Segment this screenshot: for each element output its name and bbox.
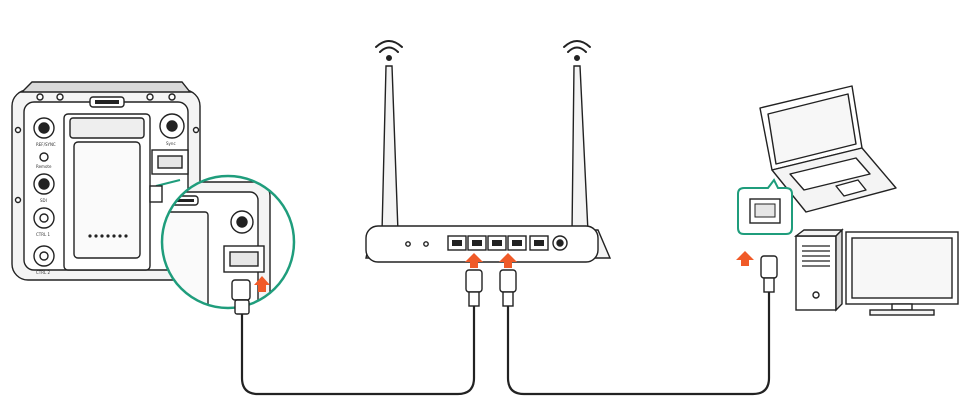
ethernet-callout-bubble [737, 178, 793, 235]
label-remote: Remote [36, 164, 52, 169]
desktop-tower [793, 228, 844, 312]
screw-icon [14, 126, 22, 134]
router-cable-plugs [465, 269, 517, 307]
rj45-plug-icon [231, 279, 251, 301]
monitor [845, 231, 959, 316]
upload-arrow-icon [254, 276, 270, 292]
router-antenna-right [571, 65, 589, 233]
screw-icon [168, 93, 176, 101]
upload-arrow-icon [465, 253, 483, 268]
wifi-icon [563, 40, 591, 61]
label-ctrl1: CTRL 1 [36, 232, 51, 237]
router [365, 65, 612, 263]
router-antenna-left [381, 65, 399, 233]
wifi-icon [375, 40, 403, 61]
camera-labels: REF/SYNC Remote SDI CTRL 1 CTRL 2 Sync [36, 141, 176, 275]
label-ctrl2: CTRL 2 [36, 270, 51, 275]
computer-cable-plug [760, 255, 778, 293]
zoom-ring [160, 174, 296, 310]
upload-arrow-icon [499, 253, 517, 268]
cable-router-to-computer [506, 292, 771, 396]
screw-icon [146, 93, 154, 101]
label-ref-sync: REF/SYNC [36, 142, 56, 147]
screw-icon [56, 93, 64, 101]
callout-target-box [149, 185, 163, 203]
laptop [759, 85, 897, 213]
upload-arrow-icon [736, 251, 754, 266]
label-sdi: SDI [40, 198, 47, 203]
label-sync: Sync [166, 141, 176, 146]
cables [240, 292, 771, 396]
screw-icon [14, 196, 22, 204]
camera-cable-plug [234, 299, 250, 315]
screw-icon [36, 93, 44, 101]
camera-body [11, 81, 201, 281]
remote-connector-icon [39, 152, 49, 162]
power-button-icon [812, 291, 820, 299]
screw-icon [192, 126, 200, 134]
cable-camera-to-router [240, 306, 476, 396]
